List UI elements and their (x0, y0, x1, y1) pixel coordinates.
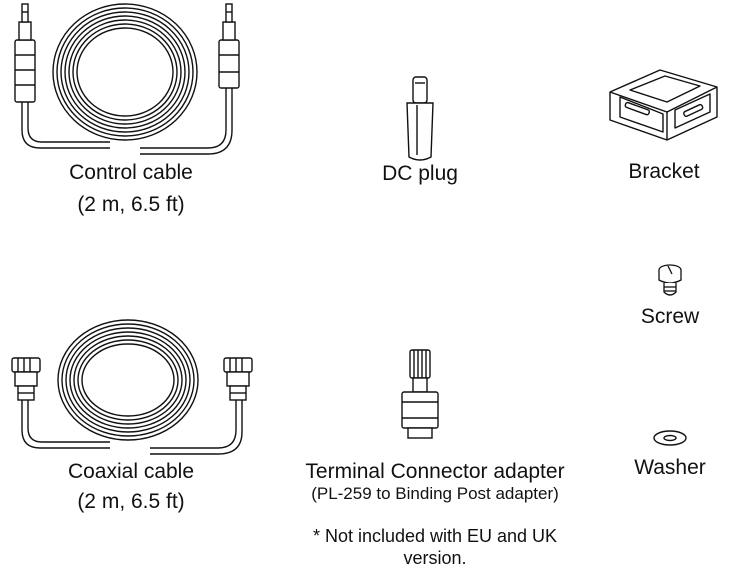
footnote-line-2: version. (403, 548, 467, 568)
washer-label: Washer (634, 456, 706, 479)
control-cable-illustration (14, 3, 240, 155)
bracket-label: Bracket (628, 160, 700, 183)
terminal-adapter-illustration (401, 349, 439, 439)
terminal-adapter-spec: (PL-259 to Binding Post adapter) (311, 484, 559, 503)
control-cable-label: Control cable (69, 161, 193, 184)
coaxial-cable-spec: (2 m, 6.5 ft) (77, 490, 185, 513)
bracket-illustration (609, 69, 718, 141)
screw-label: Screw (640, 305, 700, 328)
terminal-adapter-label: Terminal Connector adapter (305, 460, 565, 483)
screw-illustration (658, 264, 682, 296)
coaxial-cable-label: Coaxial cable (67, 460, 195, 483)
dc-plug-label: DC plug (382, 162, 458, 185)
coaxial-cable-illustration (11, 319, 253, 455)
washer-illustration (653, 430, 687, 446)
control-cable-spec: (2 m, 6.5 ft) (77, 193, 185, 216)
dc-plug-illustration (406, 76, 434, 161)
footnote-line-1: * Not included with EU and UK (312, 526, 558, 546)
